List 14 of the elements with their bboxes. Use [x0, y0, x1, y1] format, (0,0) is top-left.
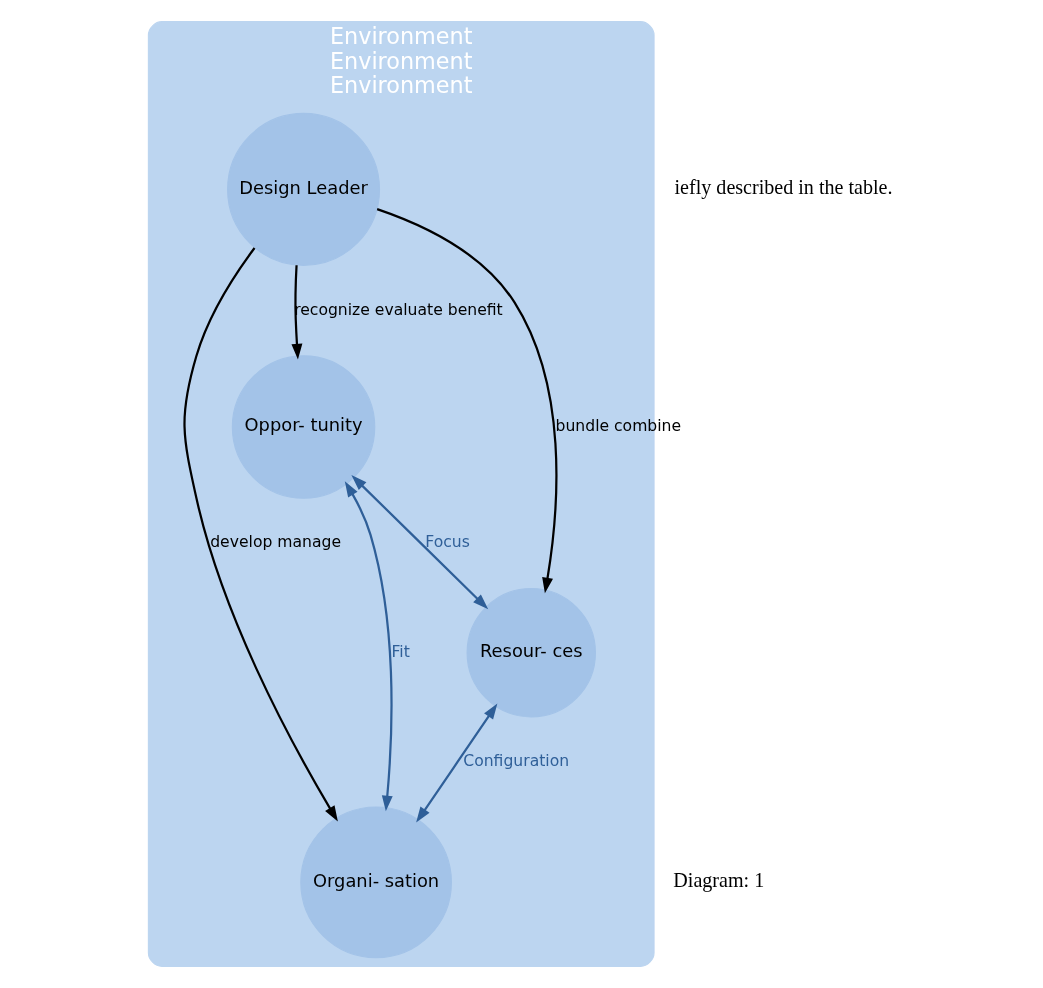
arrow	[183, 247, 338, 822]
edge-label: bundle combine	[555, 417, 682, 436]
arrow	[344, 481, 393, 812]
edge-label: Focus	[425, 533, 470, 552]
node-circle: Design Leader	[227, 112, 381, 266]
arrow	[376, 208, 558, 594]
label: iefly described in the table.	[674, 176, 893, 199]
edge-label: Fit	[391, 642, 410, 661]
edge-label: develop manage	[210, 533, 342, 552]
edge-label: Configuration	[463, 752, 570, 771]
label: Diagram: 1	[673, 869, 765, 892]
arrow	[351, 475, 489, 610]
arrow	[291, 265, 303, 360]
arrow	[416, 703, 498, 823]
